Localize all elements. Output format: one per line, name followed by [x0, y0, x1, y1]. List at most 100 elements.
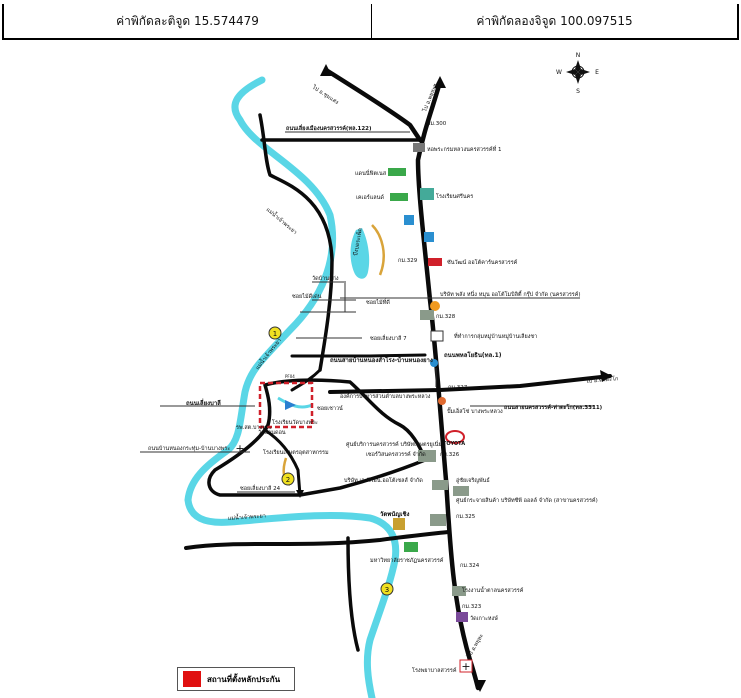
shell-icon	[438, 397, 446, 405]
factory-icon	[452, 586, 466, 596]
drop-icon	[430, 359, 438, 367]
location-map: 1 2 3 + +	[140, 52, 619, 698]
landmark-icons: + +	[235, 143, 473, 673]
arrow-south	[474, 680, 486, 692]
road-loop	[207, 378, 427, 497]
legend-label: สถานที่ตั้งหลักประกัน	[207, 674, 281, 684]
label-hospital1: รพ.สต.บางพระ	[236, 424, 272, 431]
label-road-east2: ถนนสายนครสวรรค์-ท่าตะโก(ทล.3311)	[504, 403, 603, 411]
label-center2: ศูนย์กระจายสินค้า บริษัทซีพี ออลล์ จำกัด…	[456, 497, 598, 504]
road-south-branch	[346, 536, 360, 652]
label-company3: อู่ชัยเจริญพันธ์	[456, 477, 490, 484]
label-km300: กม.300	[427, 121, 447, 127]
school-icon	[420, 188, 434, 200]
label-river-low: แม่น้ำเจ้าพระยา	[228, 511, 267, 522]
label-office2: วัดบ้านดอน	[258, 429, 286, 436]
label-company1: บริษัท พลัง หนึ่ง หมุน ออโต้โมบิลิตี้ กร…	[440, 290, 581, 298]
road-phahol	[415, 79, 481, 691]
label-hospital2: โรงพยาบาลสวรรค์	[412, 666, 457, 674]
label-center1: ศูนย์บริการนครสวรรค์ บริษัทเกษตรยูเนี่ยน	[346, 440, 446, 448]
compass-e: E	[595, 69, 599, 76]
warehouse-icon-3	[432, 480, 448, 490]
warehouse-icon-4	[453, 486, 469, 496]
temple-icon	[393, 518, 405, 530]
svg-text:3: 3	[385, 586, 389, 594]
coordinates-header: ค่าพิกัดละติจูด 15.574479 ค่าพิกัดลองจิจ…	[0, 0, 741, 42]
arrow-north2	[434, 76, 446, 88]
label-dealer1: ซันวัฒน์ ออโต้คาร์นครสวรรค์	[447, 258, 518, 266]
road-east	[328, 374, 612, 394]
hospital-cross-2: +	[235, 442, 244, 455]
label-km327: กม.327	[448, 385, 468, 391]
compass-w: W	[556, 69, 562, 76]
road-bypass	[258, 113, 334, 372]
collateral-location-flag	[285, 400, 296, 410]
label-uni: มหาวิทยาลัยราชภัฏนครสวรรค์	[370, 557, 444, 564]
arrow-north	[320, 64, 332, 76]
label-bypass: ถนนเลี่ยงเมืองนครสวรรค์(ทล.122)	[286, 124, 372, 132]
stream-1	[371, 224, 385, 276]
compass-s: S	[576, 88, 580, 95]
label-market: แดนนี่ฟิตเนส	[355, 169, 387, 177]
label-km328: กม.328	[436, 314, 456, 320]
label-road-village: ถนนบ้านหนองกระทุ่ม-บ้านบางพระ	[148, 445, 230, 452]
legend: สถานที่ตั้งหลักประกัน	[177, 667, 295, 691]
road-inner	[263, 428, 302, 497]
road-kp	[290, 353, 427, 358]
latitude-cell: ค่าพิกัดละติจูด 15.574479	[2, 4, 372, 40]
label-school5: โรงเรียนเกษตรอุตสาหกรรม	[263, 448, 329, 456]
label-km324: กม.324	[460, 563, 480, 569]
longitude-cell: ค่าพิกัดลองจิจูด 100.097515	[371, 4, 739, 40]
house-icon	[430, 330, 444, 342]
label-to-east: ไป อ.ท่าตะโก	[584, 374, 618, 385]
label-school3: เคเอร์แลนด์	[356, 194, 384, 201]
circle-marker-3: 3	[380, 582, 394, 596]
label-km323: กม.323	[462, 604, 482, 610]
longitude-label: ค่าพิกัดลองจิจูด 100.097515	[476, 13, 633, 28]
label-factory1: โรงงานน้ำตาลนครสวรรค์	[462, 586, 524, 594]
river	[184, 76, 400, 698]
car-icon	[428, 258, 442, 266]
park-icon-2	[390, 193, 408, 201]
label-km326: กม.326	[440, 452, 460, 458]
sign-icon-2	[424, 232, 434, 242]
label-soi1: ซอยไม้ดีเด่น	[292, 293, 322, 300]
label-temple2: วัดพนัญเชิง	[380, 510, 410, 518]
arrow-soi	[296, 490, 304, 498]
warehouse-icon-1	[420, 310, 434, 320]
stream-2	[277, 396, 313, 409]
svg-text:1: 1	[273, 330, 277, 338]
label-soi-pc: ซอยเชาวน์	[317, 405, 343, 412]
circle-marker-1: 1	[268, 326, 282, 340]
label-km329: กม.329	[398, 258, 418, 264]
compass-rose: N S E W	[556, 52, 599, 95]
label-org1: องค์การบริหารส่วนตำบลบางพระหลวง	[340, 393, 431, 400]
label-school1: หอพระกรมหลวงนครสวรรค์ที่ 1	[427, 145, 501, 153]
hospital-icon	[459, 659, 473, 673]
label-bypass2: ถนนเลี่ยงบาลี	[186, 398, 221, 407]
label-office1: ที่ทำการกลุ่มหมู่บ้านหมู่บ้านเลียงชา	[454, 332, 538, 340]
pond	[350, 228, 370, 279]
warehouse-icon-2	[418, 450, 436, 462]
label-soi3: ซอยเลี่ยงบาลี 7	[370, 334, 407, 342]
circle-marker-2: 2	[281, 472, 295, 486]
label-school4: โรงเรียนวัดบางพระ	[272, 418, 318, 426]
road-bypass-lower	[290, 368, 322, 392]
label-gas: ปั๊มเอ็สโซ่ บางพระหลวง	[447, 407, 503, 415]
road-north	[323, 67, 423, 143]
label-center1b: เซอร์วิสนครสวรรค์ จำกัด	[366, 451, 426, 458]
label-soi2: ซอยไม้ที่ดี	[366, 298, 390, 306]
label-toyota: TOYOTA	[443, 441, 465, 447]
label-road-kp: ถนนสายบ้านหนองสำโรง-บ้านหนองยาง	[330, 356, 433, 364]
road-south	[184, 530, 450, 550]
warehouse-icon-5	[430, 514, 446, 526]
arrow-east	[600, 370, 612, 382]
label-top: PF04	[285, 374, 295, 379]
hospital-cross: +	[461, 660, 470, 673]
park-icon	[388, 168, 406, 176]
building-icon	[413, 143, 425, 152]
toyota-icon	[445, 430, 465, 444]
label-soi4: ซอยเลี่ยงบาลี 24	[240, 484, 281, 492]
sign-icon-1	[404, 215, 414, 225]
label-km325: กม.325	[456, 514, 476, 520]
